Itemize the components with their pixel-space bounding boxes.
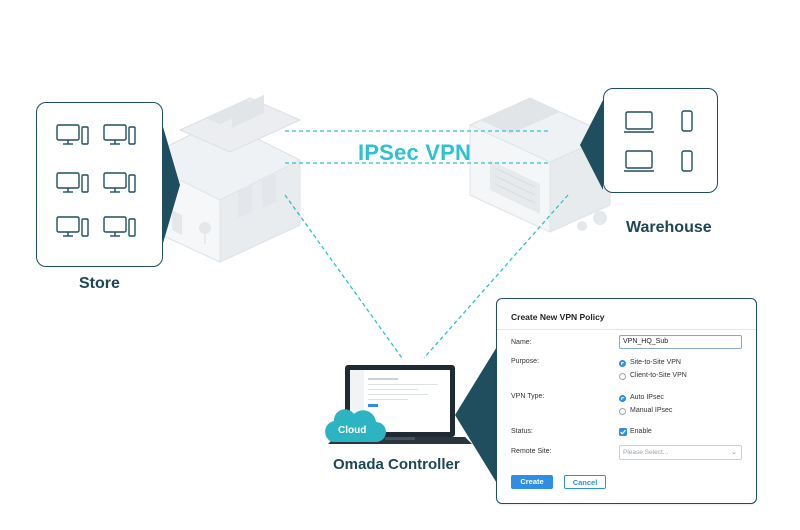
status-label: Status: (511, 428, 533, 435)
dialog-pointer (455, 345, 498, 485)
purpose-label: Purpose: (511, 358, 540, 365)
vpn-type-option-auto: Auto IPsec (630, 394, 664, 401)
vpn-type-option-manual: Manual IPsec (630, 407, 673, 414)
controller-label: Omada Controller (333, 456, 460, 473)
desktop-icon (56, 124, 89, 145)
chevron-down-icon: ⌄ (731, 449, 737, 456)
warehouse-label: Warehouse (626, 219, 712, 236)
remote-site-label: Remote Site: (511, 448, 552, 455)
vpn-label: IPSec VPN (358, 140, 472, 165)
desktop-icon (103, 172, 136, 193)
name-input[interactable]: VPN_HQ_Sub (619, 335, 742, 349)
store-card-pointer (161, 120, 180, 250)
remote-site-select[interactable]: Please Select... ⌄ (619, 445, 742, 460)
status-enable-checkbox[interactable] (619, 428, 627, 436)
vpn-type-auto-radio[interactable] (619, 395, 626, 402)
warehouse-devices-card (603, 88, 718, 193)
desktop-icons (56, 124, 136, 237)
remote-site-placeholder: Please Select... (623, 449, 669, 456)
purpose-option-site-to-site: Site-to-Site VPN (630, 359, 681, 366)
warehouse-card-pointer (580, 100, 603, 190)
check-icon (620, 429, 626, 435)
create-vpn-policy-dialog: Create New VPN Policy Name: VPN_HQ_Sub P… (496, 298, 757, 504)
desktop-icon (103, 216, 136, 237)
store-label: Store (79, 275, 120, 292)
dialog-title: Create New VPN Policy (511, 312, 605, 322)
purpose-site-to-site-radio[interactable] (619, 360, 626, 367)
store-devices-card (36, 102, 163, 267)
laptop-phone-icons (624, 110, 693, 172)
phone-icon (681, 110, 693, 132)
vpn-type-label: VPN Type: (511, 393, 545, 400)
cloud-label: Cloud (338, 425, 367, 436)
status-enable-text: Enable (630, 428, 652, 435)
name-label: Name: (511, 339, 532, 346)
dialog-divider (497, 329, 756, 330)
cancel-button[interactable]: Cancel (564, 475, 606, 489)
cloud-icon (325, 409, 386, 442)
create-button[interactable]: Create (511, 475, 553, 489)
laptop-icon (624, 150, 654, 172)
desktop-icon (56, 172, 89, 193)
desktop-icon (103, 124, 136, 145)
vpn-tunnel-lines (284, 130, 569, 359)
warehouse-building (469, 97, 611, 233)
purpose-client-to-site-radio[interactable] (619, 373, 626, 380)
phone-icon (681, 150, 693, 172)
vpn-type-manual-radio[interactable] (619, 408, 626, 415)
desktop-icon (56, 216, 89, 237)
purpose-option-client-to-site: Client-to-Site VPN (630, 372, 687, 379)
laptop-icon (624, 111, 654, 133)
